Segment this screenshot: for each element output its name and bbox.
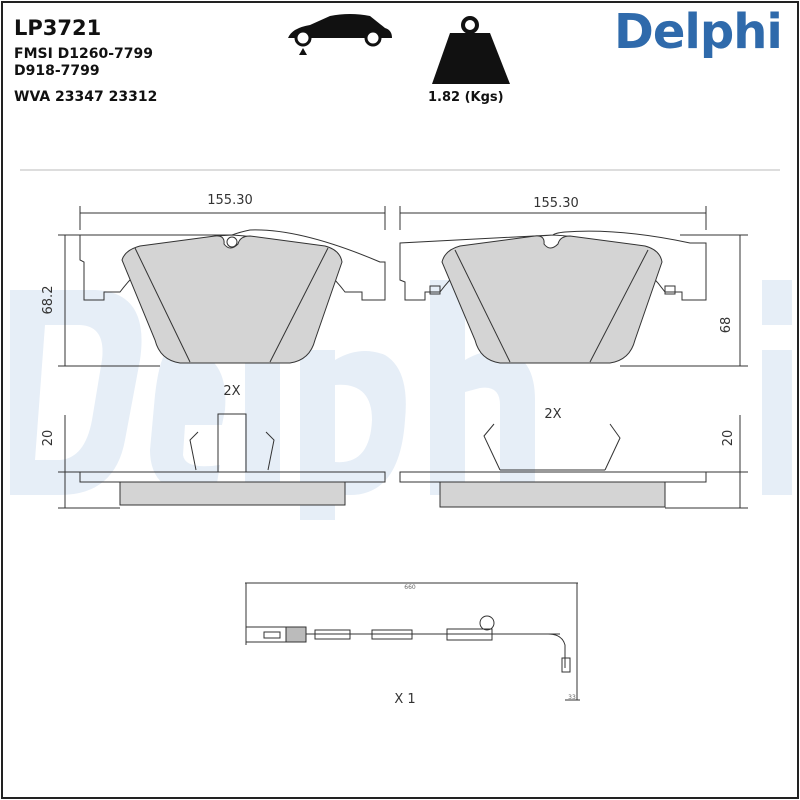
car-front-axle-icon xyxy=(288,14,392,55)
right-pad-width: 155.30 xyxy=(533,196,579,211)
weight-value: 1.82 (Kgs) xyxy=(428,90,504,105)
left-pad-thickness: 20 xyxy=(41,430,56,447)
right-pad-height: 68 xyxy=(719,317,734,334)
right-pad-front-view xyxy=(399,206,748,367)
left-pad-width: 155.30 xyxy=(207,193,253,208)
wear-sensor xyxy=(245,582,580,701)
left-pad-side-view xyxy=(58,413,386,509)
left-pad-quantity: 2X xyxy=(223,384,240,399)
right-pad-quantity: 2X xyxy=(544,407,561,422)
left-pad-height: 68.2 xyxy=(41,286,56,315)
right-pad-side-view xyxy=(399,415,748,509)
wva-numbers: WVA 23347 23312 xyxy=(14,89,158,105)
left-pad-front-view xyxy=(58,206,386,367)
weight-icon xyxy=(432,16,510,84)
fmsi-numbers: FMSI D1260-7799 D918-7799 xyxy=(14,46,153,80)
sensor-length: 660 xyxy=(404,584,416,591)
right-pad-thickness: 20 xyxy=(721,430,736,447)
fmsi-line-1: FMSI D1260-7799 xyxy=(14,46,154,62)
delphi-logo: Delphi xyxy=(614,4,783,60)
sensor-quantity: X 1 xyxy=(394,692,415,707)
sensor-tip-dimension: 33 xyxy=(568,694,576,701)
fmsi-line-2: D918-7799 xyxy=(14,63,100,79)
product-code: LP3721 xyxy=(14,16,102,40)
